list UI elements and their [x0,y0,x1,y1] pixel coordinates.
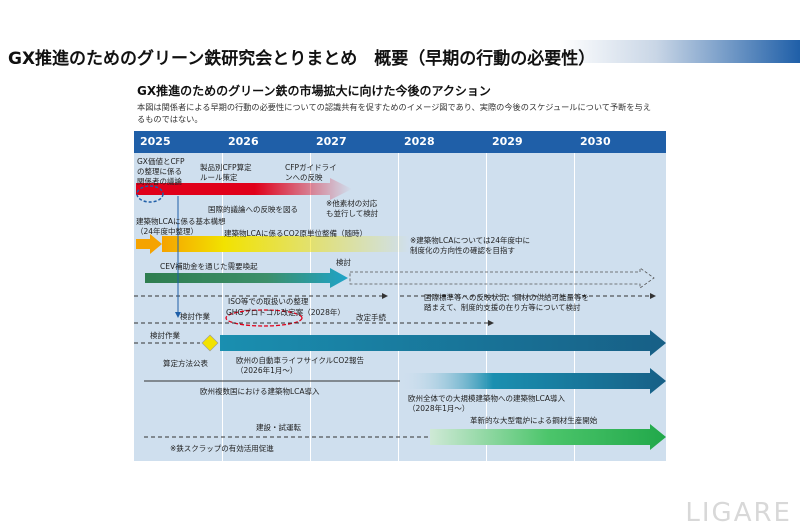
label-ghg-protocol: GHGプロトコル改定案（2028年） [226,308,345,317]
eu-car-lca-arrow [220,330,666,356]
year-2025: 2025 [140,135,171,148]
label-building-lca-plan: 建築物LCAに係る基本構想 （24年度中整理） [136,217,226,236]
year-2030: 2030 [580,135,611,148]
year-divider [310,153,311,461]
label-gx-cfp: GX価値とCFP の整理に係る 関係者の議論 [137,157,185,186]
label-other-materials: ※他素材の対応 も並行して検討 [326,199,379,218]
label-eu-building-some: 欧州複数国における建築物LCA導入 [200,387,320,396]
year-divider [486,153,487,461]
year-divider [222,153,223,461]
year-2029: 2029 [492,135,523,148]
label-building-lca-co2: 建築物LCAに係るCO2原単位整備（随時） [224,229,367,238]
cev-subsidy-arrow [145,268,348,288]
year-2028: 2028 [404,135,435,148]
description-text: 本図は関係者による早期の行動の必要性についての認識共有を促すためのイメージ図であ… [137,102,651,124]
year-divider [398,153,399,461]
year-divider [574,153,575,461]
year-header-bar: 2025 2026 2027 2028 2029 2030 [134,131,666,153]
label-review: 検討 [336,258,351,267]
header-accent-bar [0,40,800,63]
calc-method-diamond [201,334,219,352]
label-scrap: ※鉄スクラップの有効活用促進 [170,444,274,453]
long-dashed-arrowhead [382,293,388,299]
building-lca-plan-arrow [136,234,162,254]
label-revision-process: 改定手続 [356,313,386,322]
ligare-logo: LIGARE [685,498,792,528]
year-2026: 2026 [228,135,259,148]
label-cfp-guideline: CFPガイドライ ンへの反映 [285,163,337,182]
vertical-connector-arrowhead [175,312,181,318]
section-subtitle: GX推進のためのグリーン鉄の市場拡大に向けた今後のアクション [137,84,491,98]
label-eaf: 革新的な大型電炉による鋼材生産開始 [470,416,598,425]
label-intl-reflect: 国際的議論への反映を図る [208,205,298,214]
label-product-cfp: 製品別CFP算定 ルール策定 [200,163,252,182]
intl-standards-arrowhead [650,293,656,299]
label-cev-subsidy: CEV補助金を通じた需要喚起 [160,262,258,271]
review-work-arrowhead-1 [488,320,494,326]
building-lca-co2-arrow [162,236,410,252]
cfp-discussion-arrow [136,178,352,200]
label-construction: 建設・試運転 [256,423,301,432]
label-eu-car-lca: 欧州の自動車ライフサイクルCO2報告 （2026年1月～） [236,356,365,375]
eu-building-all-arrow [400,368,666,394]
header [0,0,800,63]
label-building-lca-note: ※建築物LCAについては24年度中に 制度化の方向性の確認を目指す [410,236,530,255]
label-review-work-2: 検討作業 [150,331,180,340]
label-eu-building-all: 欧州全体での大規模建築物への建築物LCA導入 （2028年1月～） [408,394,566,413]
eaf-arrow [430,424,666,450]
label-iso-handling: ISO等での取扱いの整理 [228,297,309,306]
label-calc-method: 算定方法公表 [163,359,208,368]
page-title: GX推進のためのグリーン鉄研究会とりまとめ 概要（早期の行動の必要性） [8,49,596,69]
cev-review-dashed-arrow [349,267,655,289]
label-review-work-1: 検討作業 [180,312,210,321]
label-intl-standards: 国際標準等への反映状況、鋼材の供給可能量等を 踏まえて、制度的支援の在り方等につ… [424,293,589,312]
year-2027: 2027 [316,135,347,148]
dashed-circle-marker [136,185,164,203]
ghg-red-dashed-ellipse [225,309,303,327]
